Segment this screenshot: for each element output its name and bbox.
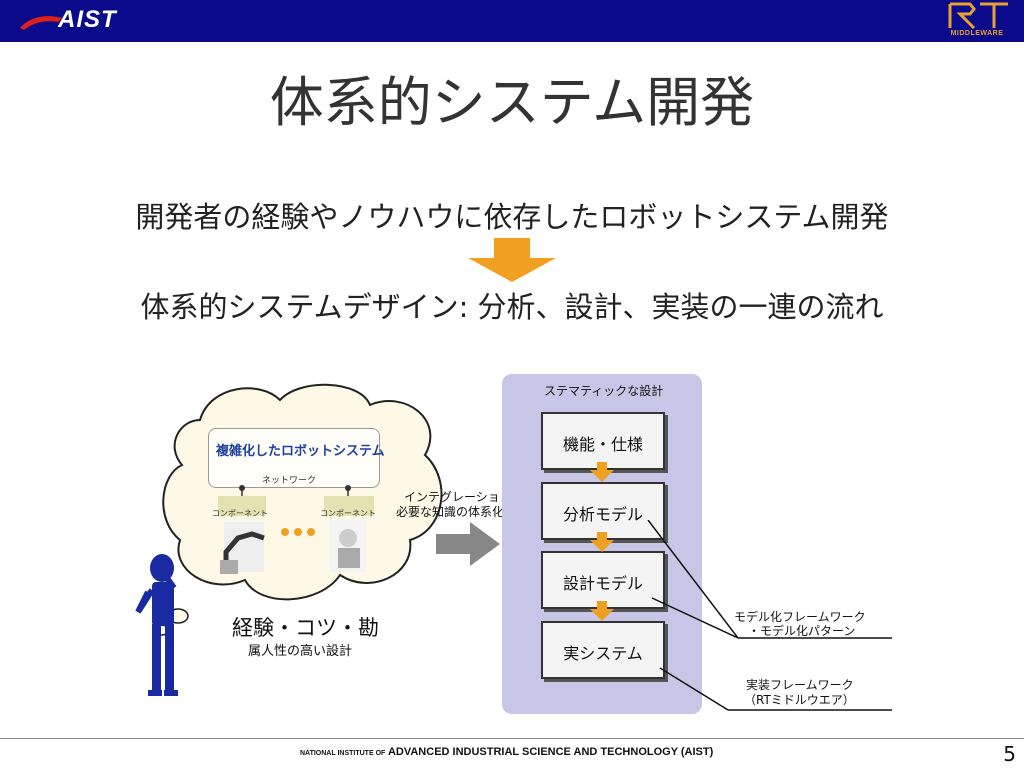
- solution-statement: 体系的システムデザイン: 分析、設計、実装の一連の流れ: [140, 290, 884, 324]
- rt-middleware-logo-icon: [948, 2, 1008, 30]
- note-impl-framework-2: （RTミドルウエア）: [744, 693, 855, 707]
- footer-divider: [0, 738, 1024, 739]
- rt-middleware-label: MIDDLEWARE: [950, 30, 1004, 37]
- integration-label-2: 必要な知識の体系化: [396, 505, 505, 519]
- callout-lines: [647, 520, 892, 711]
- box-function-spec: 機能・仕様: [541, 412, 665, 470]
- box-label: 機能・仕様: [562, 435, 643, 454]
- slide-title: 体系的システム開発: [269, 71, 755, 134]
- note-modeling-framework-2: ・モデル化パターン: [748, 624, 856, 638]
- integration-label-1: インテグレーションに: [404, 490, 524, 504]
- footer-org: NATIONAL INSTITUTE OF ADVANCED INDUSTRIA…: [300, 746, 713, 758]
- panel-title: ステマティックな設計: [544, 384, 664, 398]
- person-thinking-icon: [135, 554, 178, 696]
- right-arrow-icon: [436, 522, 500, 566]
- box-label: 分析モデル: [562, 505, 643, 524]
- box-label: 設計モデル: [562, 574, 643, 593]
- network-label: ネットワーク: [262, 476, 317, 486]
- box-label: 実システム: [563, 644, 643, 663]
- experience-sublabel: 属人性の高い設計: [248, 644, 353, 659]
- box-real-system: 実システム: [541, 621, 665, 679]
- robot-system-title: 複雑化したロボットシステム: [216, 444, 385, 459]
- page-number: 5: [1003, 742, 1016, 766]
- footer-prefix: NATIONAL INSTITUTE OF: [300, 750, 386, 757]
- robot-system-box: [208, 428, 380, 488]
- component-label-left: コンポーネント: [212, 509, 268, 518]
- footer-org-name: ADVANCED INDUSTRIAL SCIENCE AND TECHNOLO…: [387, 746, 714, 758]
- experience-label: 経験・コツ・勘: [232, 616, 379, 640]
- problem-statement: 開発者の経験やノウハウに依存したロボットシステム開発: [135, 200, 889, 234]
- header-bar: [0, 0, 1024, 42]
- flow-arrows: [590, 462, 614, 621]
- aist-swoosh-icon: [20, 16, 62, 30]
- component-label-right: コンポーネント: [320, 509, 376, 518]
- down-arrow-icon: [468, 238, 556, 282]
- box-design-model: 設計モデル: [541, 551, 665, 609]
- note-impl-framework-1: 実装フレームワーク: [746, 678, 854, 692]
- aist-logo-text: AIST: [58, 6, 117, 33]
- note-modeling-framework-1: モデル化フレームワーク: [734, 610, 866, 624]
- network-and-components: [218, 485, 374, 574]
